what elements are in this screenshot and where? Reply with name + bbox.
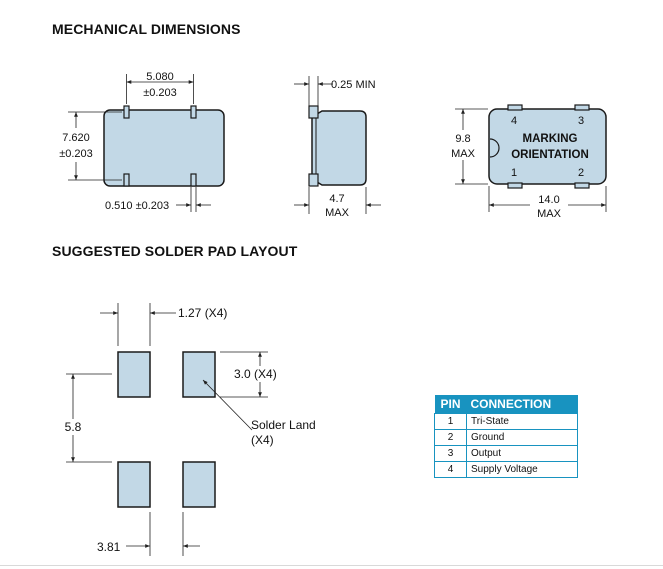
top-view-pad bbox=[190, 105, 197, 119]
solder-pad bbox=[182, 351, 216, 398]
marking-label-line2: ORIENTATION bbox=[511, 149, 589, 161]
side-view-lead bbox=[308, 173, 319, 187]
page-divider bbox=[0, 565, 663, 566]
end-view-pad bbox=[574, 104, 590, 111]
solder-pad-layout: 1.27 (X4) 3.0 (X4) Solder Land (X4) 5.8 … bbox=[60, 303, 316, 556]
side-view-body bbox=[311, 110, 367, 186]
side-height-value: 4.7 bbox=[329, 193, 344, 205]
pin-table-header: PIN CONNECTION bbox=[434, 395, 578, 414]
pin-label-1: 1 bbox=[511, 167, 517, 179]
side-view-lead bbox=[308, 105, 319, 119]
top-width-tolerance: ±0.203 bbox=[143, 87, 177, 99]
end-height-value: 9.8 bbox=[455, 133, 470, 145]
pin-connection-table: PIN CONNECTION 1 Tri-State 2 Ground 3 Ou… bbox=[434, 395, 578, 478]
pin-label-3: 3 bbox=[578, 115, 584, 127]
pad-width-value: 0.510 ±0.203 bbox=[105, 200, 169, 212]
top-view-pad bbox=[190, 173, 197, 187]
end-view-body bbox=[488, 108, 607, 185]
table-row: 1 Tri-State bbox=[434, 413, 578, 430]
solder-land-count: (X4) bbox=[251, 433, 274, 447]
pin-label-4: 4 bbox=[511, 115, 517, 127]
end-view: 4 3 1 2 MARKING ORIENTATION 9.8 MAX 14.0… bbox=[448, 104, 607, 220]
top-view: 5.080 ±0.203 7.620 ±0.203 0.510 ±0.203 bbox=[56, 71, 225, 212]
solder-pad bbox=[182, 461, 216, 508]
pin-column-header: PIN bbox=[434, 395, 467, 414]
top-width-value: 5.080 bbox=[146, 71, 174, 83]
connection-column-header: CONNECTION bbox=[466, 395, 578, 414]
connection-cell: Output bbox=[466, 445, 578, 462]
pad-width-dimension: 1.27 (X4) bbox=[178, 306, 227, 320]
end-view-pad bbox=[574, 182, 590, 189]
marking-label-line1: MARKING bbox=[523, 133, 578, 145]
pin-label-2: 2 bbox=[578, 167, 584, 179]
top-view-pad bbox=[123, 173, 130, 187]
top-height-value: 7.620 bbox=[62, 132, 90, 144]
top-view-pad bbox=[123, 105, 130, 119]
connection-cell: Ground bbox=[466, 429, 578, 446]
table-row: 4 Supply Voltage bbox=[434, 461, 578, 478]
top-height-tolerance: ±0.203 bbox=[59, 148, 93, 160]
vertical-pitch-dimension: 5.8 bbox=[65, 420, 82, 434]
end-view-pad bbox=[507, 104, 523, 111]
pin-cell: 1 bbox=[434, 413, 467, 430]
table-row: 3 Output bbox=[434, 445, 578, 462]
horizontal-pitch-dimension: 3.81 bbox=[97, 540, 121, 554]
pin-cell: 4 bbox=[434, 461, 467, 478]
end-width-value: 14.0 bbox=[538, 194, 559, 206]
side-height-suffix: MAX bbox=[325, 207, 350, 219]
solder-pad bbox=[117, 351, 151, 398]
end-width-suffix: MAX bbox=[537, 208, 562, 220]
pad-height-dimension: 3.0 (X4) bbox=[234, 367, 277, 381]
solder-pad-layout-heading: SUGGESTED SOLDER PAD LAYOUT bbox=[52, 243, 298, 259]
top-view-body bbox=[103, 109, 225, 187]
side-min-value: 0.25 MIN bbox=[331, 79, 376, 91]
pin-cell: 3 bbox=[434, 445, 467, 462]
end-height-suffix: MAX bbox=[451, 148, 476, 160]
pin-cell: 2 bbox=[434, 429, 467, 446]
end-view-pad bbox=[507, 182, 523, 189]
orientation-notch bbox=[489, 138, 500, 158]
side-view: 0.25 MIN 4.7 MAX bbox=[294, 76, 381, 219]
connection-cell: Tri-State bbox=[466, 413, 578, 430]
table-row: 2 Ground bbox=[434, 429, 578, 446]
connection-cell: Supply Voltage bbox=[466, 461, 578, 478]
solder-land-label: Solder Land bbox=[251, 418, 316, 432]
mechanical-dimensions-heading: MECHANICAL DIMENSIONS bbox=[52, 21, 241, 37]
solder-pad bbox=[117, 461, 151, 508]
